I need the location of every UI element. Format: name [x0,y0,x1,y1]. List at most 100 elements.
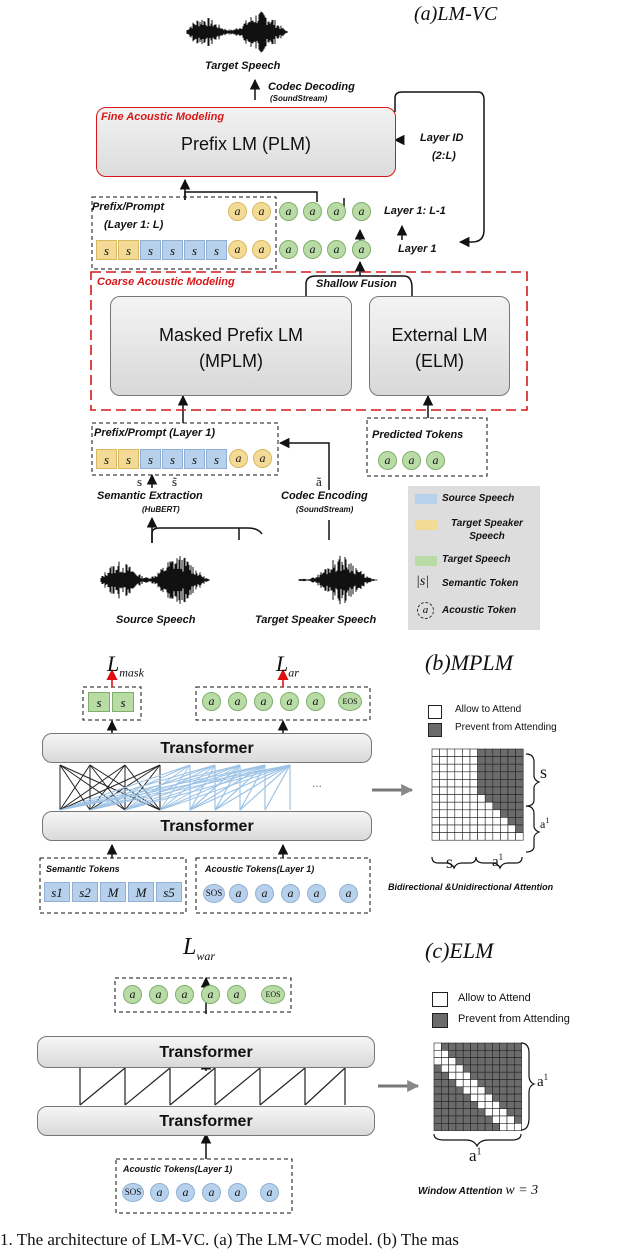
semantic-token: s [96,240,117,260]
prefix-fine-label: Prefix/Prompt [92,201,165,213]
semantic-token: s [118,449,139,469]
acoustic-token: a [327,202,346,221]
semantic-extraction-label: Semantic Extraction [97,490,203,502]
output-acoustic-token: a [202,692,221,711]
elm-block: External LM (ELM) [369,296,510,396]
output-acoustic-token: a [280,692,299,711]
prevent-swatch-c [432,1013,448,1028]
layer-id-label: Layer ID [420,132,464,144]
acoustic-tokens-label-c: Acoustic Tokens(Layer 1) [123,1164,233,1174]
acoustic-token: a [402,451,421,470]
matrix-braces [431,753,541,1148]
semantic-input-token: s1 [44,882,70,902]
predicted-tokens-label: Predicted Tokens [372,429,464,441]
elm-label: External LM [391,325,488,345]
source-speech-label: Source Speech [116,614,196,626]
acoustic-token-icon: a [417,602,434,619]
semantic-token: s [206,240,227,260]
eos-token: EOS [338,692,362,711]
prevent-swatch-b [428,723,442,737]
sos-token: SOS [203,884,225,903]
prefix-fine-sublabel: (Layer 1: L) [104,219,164,231]
acoustic-tokens-label-b: Acoustic Tokens(Layer 1) [205,864,315,874]
semantic-token: s [140,240,161,260]
acoustic-token: a [303,202,322,221]
panel-c-title: (c)ELM [425,938,494,963]
acoustic-token: a [279,240,298,259]
semantic-input-token: M [100,882,126,902]
legend-semantic: Semantic Token [442,578,519,589]
layer-1-l1-label: Layer 1: L-1 [384,205,446,217]
legend-swatch-target-speaker [415,520,437,530]
mplm-attention-lines [59,764,291,811]
prefix-coarse-label: Prefix/Prompt (Layer 1) [94,427,216,439]
mplm-block: Masked Prefix LM (MPLM) [110,296,352,396]
semantic-token: s [184,240,205,260]
acoustic-token: a [378,451,397,470]
input-acoustic-token: a [260,1183,279,1202]
legend-acoustic: Acoustic Token [442,605,517,616]
acoustic-token: a [228,202,247,221]
semantic-token: s [206,449,227,469]
input-acoustic-token: a [176,1183,195,1202]
acoustic-token: a [352,202,371,221]
shallow-fusion-label: Shallow Fusion [316,278,397,290]
prevent-label-c: Prevent from Attending [458,1013,570,1025]
output-acoustic-token: a [201,985,220,1004]
mplm-attention-matrix [431,748,524,841]
panel-a-title: (a)LM-VC [414,3,498,25]
acoustic-token: a [279,202,298,221]
semantic-token: s [118,240,139,260]
input-acoustic-token: a [307,884,326,903]
legend-target: Target Speech [442,554,511,565]
layer-range-label: (2:L) [432,150,456,162]
semantic-input-token: M [128,882,154,902]
acoustic-token: a [228,240,247,259]
plm-label: Prefix LM (PLM) [180,134,312,154]
ellipsis: ... [312,776,323,790]
axis-a-right: a1 [540,816,550,831]
allow-label-b: Allow to Attend [455,704,522,715]
output-acoustic-token: a [254,692,273,711]
mplm-abbr: (MPLM) [199,351,263,371]
output-semantic-token: s [112,692,134,712]
elm-transformer-bottom: Transformer [37,1106,375,1136]
axis-a-right-c: a1 [537,1072,549,1090]
elm-attention-matrix [433,1042,522,1131]
target-speaker-waveform [298,555,378,605]
semantic-tokens-label: Semantic Tokens [46,864,120,874]
loss-arrows [106,668,289,687]
mplm-transformer-top: Transformer [42,733,372,763]
input-acoustic-token: a [255,884,274,903]
eos-token: EOS [261,985,285,1004]
plm-block: Fine Acoustic Modeling Prefix LM (PLM) [96,107,396,177]
output-acoustic-token: a [175,985,194,1004]
source-speech-waveform [100,556,210,604]
semantic-input-token: s5 [156,882,182,902]
coarse-boundary [90,271,528,411]
elm-transformer-top: Transformer [37,1036,375,1068]
target-speech-waveform [186,11,288,53]
acoustic-token: a [253,449,272,468]
l-ar-label: Lar [276,651,299,680]
elm-caption: Window Attention w = 3 [418,1183,539,1198]
mplm-caption: Bidirectional &Unidirectional Attention [388,882,554,892]
acoustic-token: a [252,202,271,221]
legend-swatch-target [415,556,437,566]
codec-decoding-label: Codec Decoding [268,81,355,93]
l-mask-label: Lmask [107,651,144,680]
input-acoustic-token: a [229,884,248,903]
allow-label-c: Allow to Attend [458,992,531,1004]
acoustic-token: a [352,240,371,259]
semantic-token: s [162,449,183,469]
acoustic-token: a [426,451,445,470]
hubert-label: (HuBERT) [142,505,180,514]
legend-source: Source Speech [442,493,515,504]
waveforms [100,11,378,605]
panel-b-title: (b)MPLM [425,650,513,675]
output-acoustic-token: a [227,985,246,1004]
input-acoustic-token: a [150,1183,169,1202]
legend: Source Speech Target Speaker Speech Targ… [408,486,540,630]
soundstream-encoder-label: (SoundStream) [296,505,354,514]
